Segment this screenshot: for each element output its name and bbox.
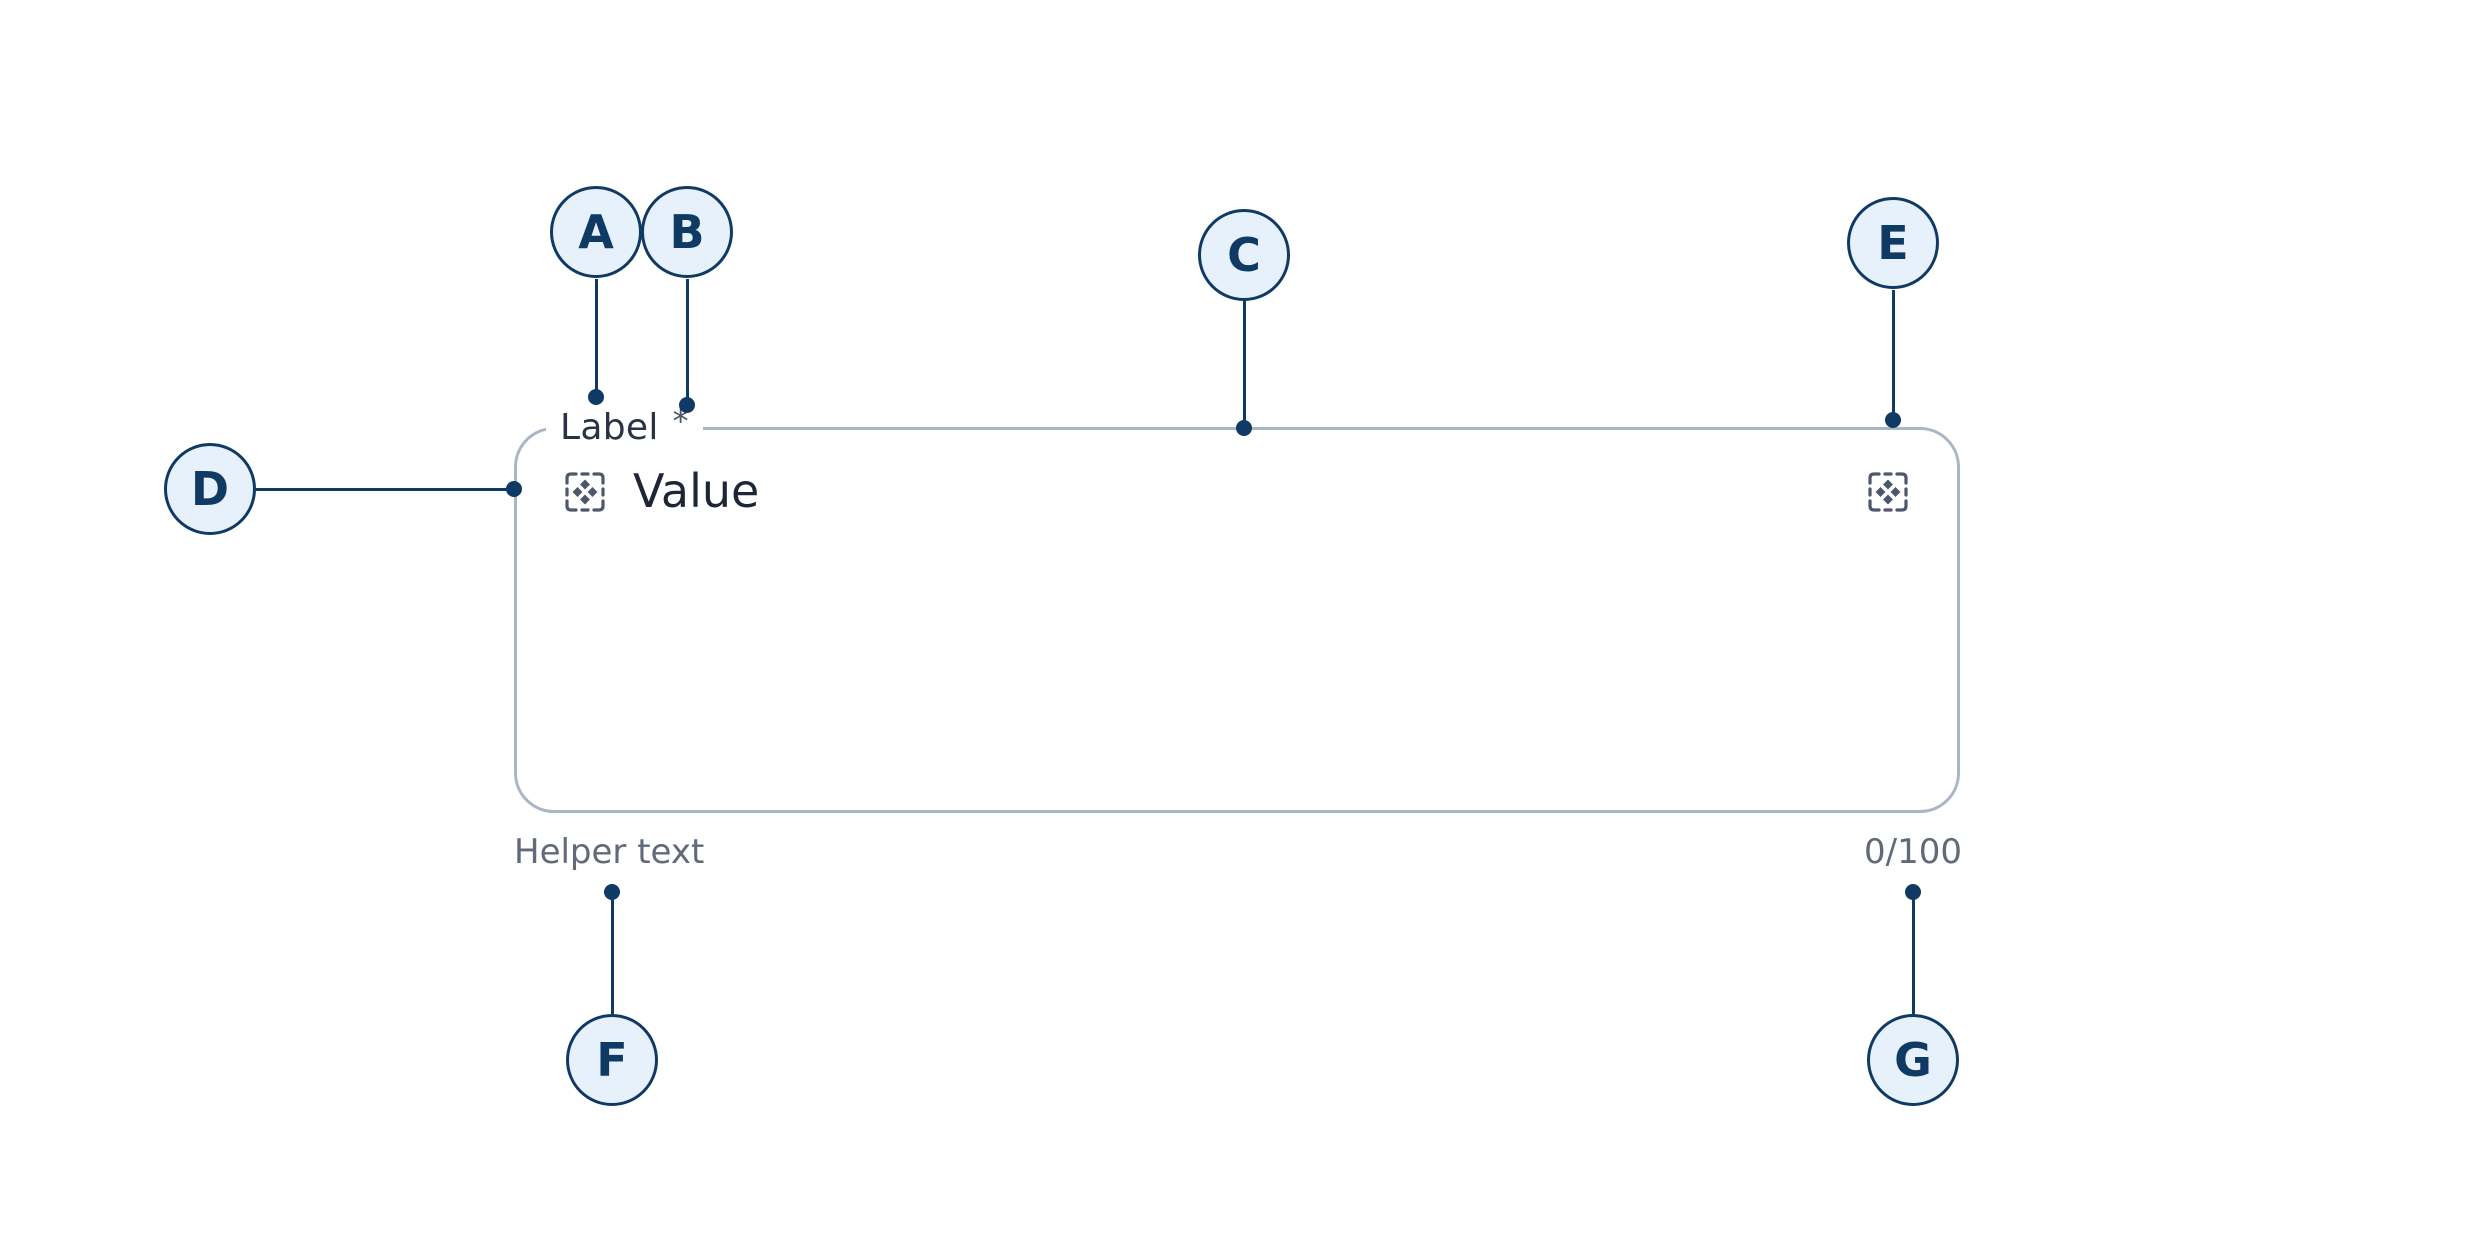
helper-text: Helper text: [514, 832, 705, 872]
callout-e-leader-line: [1892, 290, 1895, 420]
field-label: Label: [560, 406, 659, 448]
callout-c-leader-line: [1243, 301, 1246, 428]
text-area-container[interactable]: [514, 427, 1960, 813]
callout-g-badge: G: [1867, 1014, 1959, 1106]
trailing-placeholder-icon[interactable]: [1867, 471, 1909, 513]
callout-d-badge: D: [164, 443, 256, 535]
leading-placeholder-icon: [564, 471, 606, 513]
character-counter: 0/100: [1864, 832, 1962, 872]
callout-g-anchor-dot: [1905, 884, 1921, 900]
callout-d-anchor-dot: [506, 481, 522, 497]
callout-g-leader-line: [1912, 892, 1915, 1014]
callout-c-anchor-dot: [1236, 420, 1252, 436]
callout-b-anchor-dot: [679, 397, 695, 413]
field-value[interactable]: Value: [633, 464, 760, 518]
callout-f-leader-line: [611, 892, 614, 1014]
callout-b-leader-line: [686, 279, 689, 405]
callout-d-leader-line: [256, 488, 513, 491]
callout-a-badge: A: [550, 186, 642, 278]
callout-a-leader-line: [595, 279, 598, 397]
callout-b-badge: B: [641, 186, 733, 278]
callout-e-badge: E: [1847, 197, 1939, 289]
callout-e-anchor-dot: [1885, 412, 1901, 428]
callout-a-anchor-dot: [588, 389, 604, 405]
callout-f-badge: F: [566, 1014, 658, 1106]
callout-c-badge: C: [1198, 209, 1290, 301]
callout-f-anchor-dot: [604, 884, 620, 900]
label-container: Label *: [546, 402, 703, 450]
